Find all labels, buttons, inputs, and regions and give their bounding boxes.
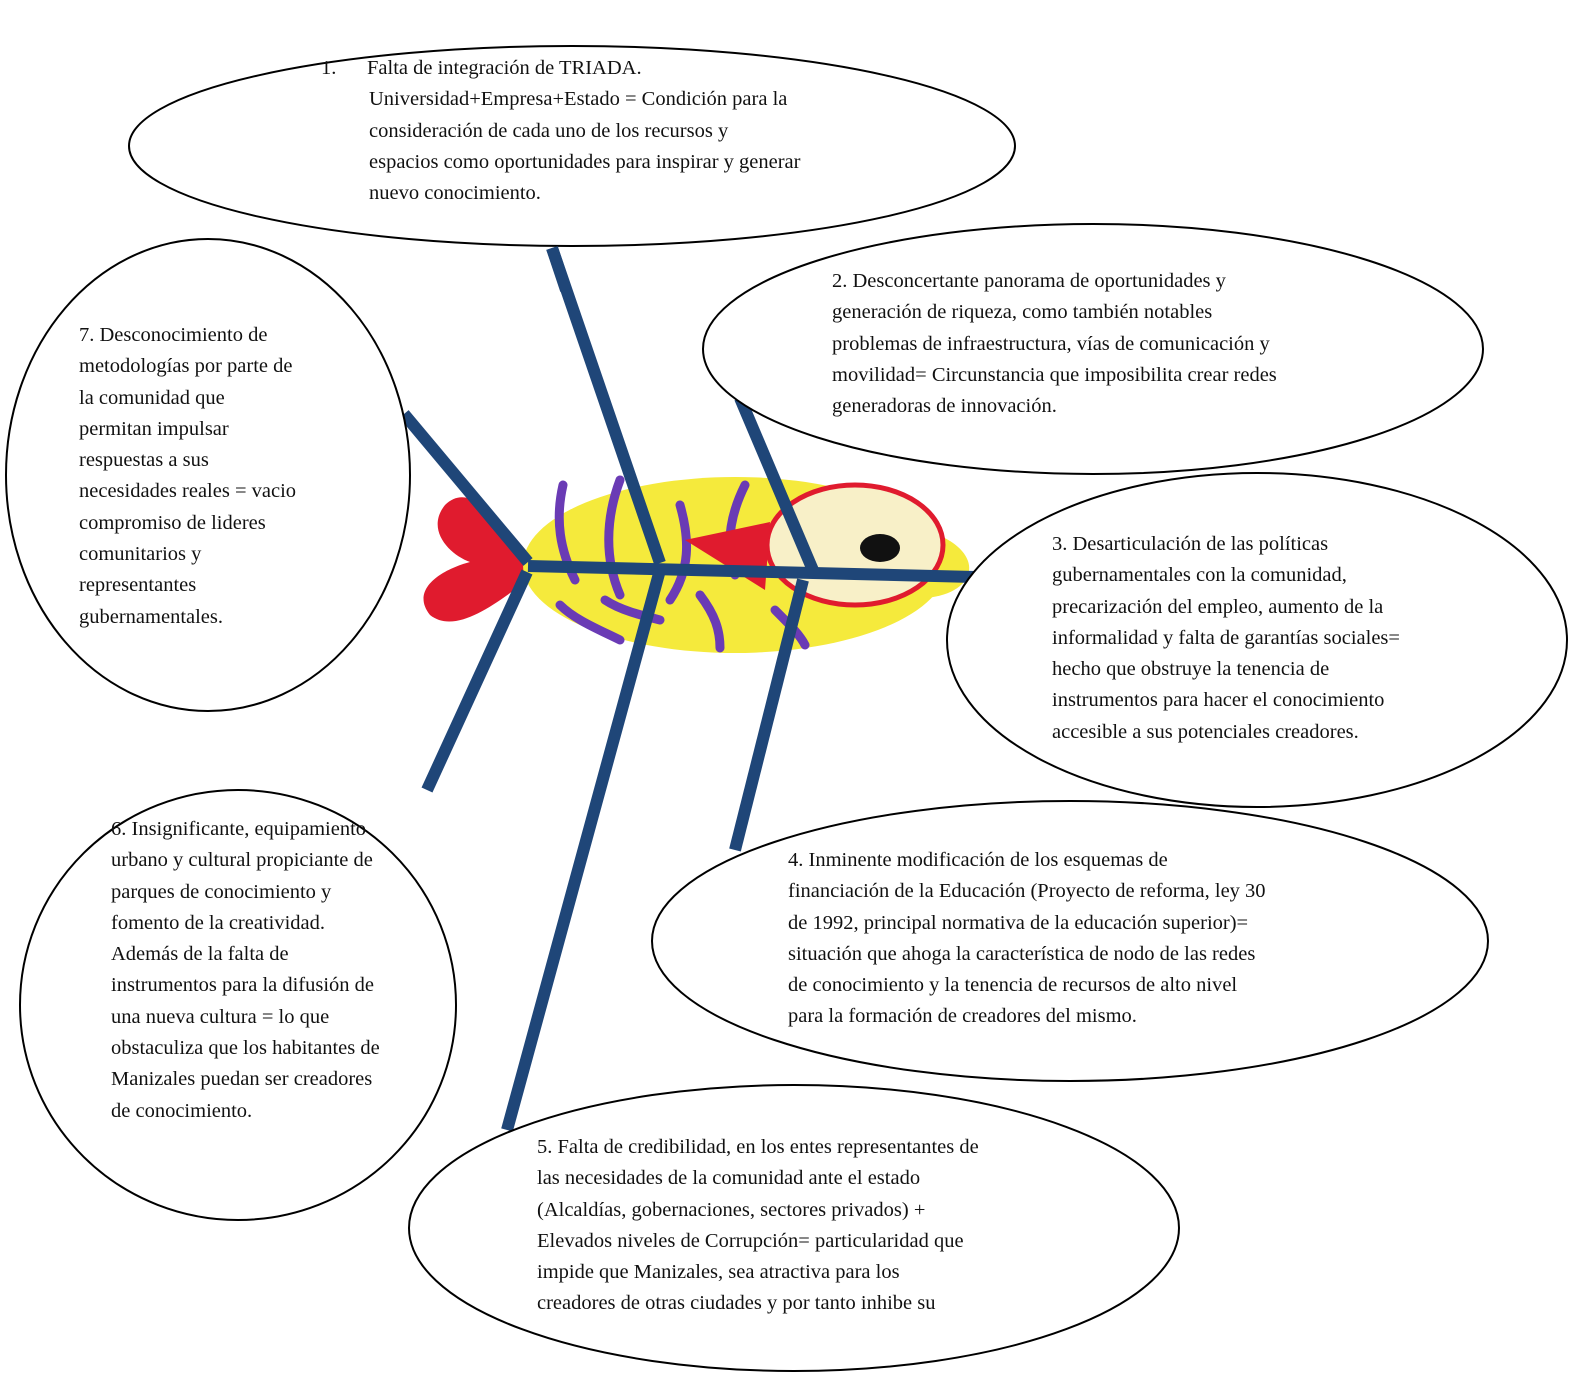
cause-4-line: financiación de la Educación (Proyecto d… [788, 880, 1266, 903]
cause-6-line: Además de la falta de [111, 943, 289, 966]
bone-overlay-1 [546, 246, 572, 292]
cause-5-line: impide que Manizales, sea atractiva para… [537, 1261, 900, 1284]
cause-1-line: consideración de cada uno de los recurso… [369, 119, 729, 142]
bubble-cause-5 [408, 1084, 1180, 1372]
cause-6-line: 6. Insignificante, equipamiento [111, 818, 367, 840]
cause-4-line: 4. Inminente modificación de los esquema… [788, 849, 1168, 871]
fish-bones [399, 246, 976, 1132]
cause-5-line: Elevados niveles de Corrupción= particul… [537, 1229, 964, 1252]
cause-2-line: generadoras de innovación. [832, 395, 1057, 418]
cause-4-line: para la formación de creadores del mismo… [788, 1005, 1137, 1028]
cause-7-line: gubernamentales. [79, 605, 224, 628]
cause-7-line: la comunidad que [79, 386, 225, 409]
fish-eye-icon [860, 534, 900, 562]
bubble-cause-2 [702, 223, 1484, 475]
cause-6-line: de conocimiento. [111, 1099, 253, 1122]
cause-5-line: las necesidades de la comunidad ante el … [537, 1167, 921, 1190]
cause-5-line: 5. Falta de credibilidad, en los entes r… [537, 1136, 979, 1158]
cause-3-line: informalidad y falta de garantías social… [1052, 626, 1400, 649]
cause-1-line: nuevo conocimiento. [369, 182, 541, 205]
cause-7-line: 7. Desconocimiento de [79, 324, 268, 346]
cause-3-line: precarización del empleo, aumento de la [1052, 595, 1384, 618]
cause-6-line: urbano y cultural propiciante de [111, 849, 373, 872]
cause-7-text: 7. Desconocimiento de metodologías por p… [79, 320, 296, 633]
cause-5-line: creadores de otras ciudades y por tanto … [537, 1292, 936, 1315]
cause-6-line: fomento de la creatividad. [111, 911, 326, 934]
cause-6-line: una nueva cultura = lo que [111, 1005, 330, 1028]
bone-cause-1 [546, 246, 666, 565]
cause-1-line: espacios como oportunidades para inspira… [369, 150, 801, 173]
cause-7-line: permitan impulsar [79, 417, 229, 440]
cause-2-line: 2. Desconcertante panorama de oportunida… [832, 270, 1226, 292]
cause-2-line: movilidad= Circunstancia que imposibilit… [832, 363, 1277, 386]
cause-6-line: parques de conocimiento y [111, 880, 332, 903]
cause-7-line: necesidades reales = vacio [79, 480, 297, 503]
fish-eye-ring [764, 482, 946, 608]
cause-3-line: instrumentos para hacer el conocimiento [1052, 689, 1385, 712]
bone-cause-4 [729, 578, 809, 852]
spine-bone [527, 560, 976, 583]
cause-5-text: 5. Falta de credibilidad, en los entes r… [537, 1132, 979, 1320]
cause-3-line: accesible a sus potenciales creadores. [1052, 720, 1359, 743]
bubble-cause-6 [19, 789, 457, 1221]
cause-7-line: metodologías por parte de [79, 355, 293, 378]
cause-2-line: problemas de infraestructura, vías de co… [832, 332, 1270, 355]
cause-4-line: de conocimiento y la tenencia de recurso… [788, 974, 1238, 997]
bone-cause-7 [399, 410, 533, 566]
cause-4-text: 4. Inminente modificación de los esquema… [788, 845, 1266, 1033]
cause-2-text: 2. Desconcertante panorama de oportunida… [832, 266, 1277, 422]
bone-cause-2 [734, 395, 821, 578]
cause-1-text: 1. Falta de integración de TRIADA. Univer… [321, 53, 800, 209]
bubble-cause-3 [946, 472, 1568, 808]
cause-6-line: obstaculiza que los habitantes de [111, 1037, 380, 1060]
cause-6-text: 6. Insignificante, equipamiento urbano y… [111, 814, 380, 1127]
cause-1-number: 1. [321, 57, 337, 79]
cause-3-line: 3. Desarticulación de las políticas [1052, 533, 1329, 555]
cause-7-line: comunitarios y [79, 543, 202, 566]
cause-2-line: generación de riqueza, como también nota… [832, 301, 1213, 324]
bone-overlays [546, 246, 572, 292]
cause-6-line: instrumentos para la difusión de [111, 974, 375, 997]
cause-3-line: hecho que obstruye la tenencia de [1052, 658, 1330, 681]
cause-1-line: 1. Falta de integración de TRIADA. [321, 53, 800, 84]
cause-4-line: de 1992, principal normativa de la educa… [788, 911, 1249, 934]
bone-cause-6 [421, 569, 533, 793]
cause-7-line: representantes [79, 574, 197, 597]
cause-5-line: (Alcaldías, gobernaciones, sectores priv… [537, 1198, 926, 1221]
cause-1-line: Universidad+Empresa+Estado = Condición p… [369, 88, 788, 111]
cause-7-line: respuestas a sus [79, 449, 209, 472]
bone-cause-5 [501, 568, 666, 1132]
cause-7-line: compromiso de lideres [79, 511, 266, 534]
cause-3-text: 3. Desarticulación de las políticas gube… [1052, 529, 1400, 748]
cause-1-line-text: Falta de integración de TRIADA. [367, 57, 642, 79]
cause-bubbles [5, 45, 1568, 1372]
bubble-cause-7 [5, 238, 411, 712]
bubble-cause-4 [651, 800, 1489, 1082]
cause-6-line: Manizales puedan ser creadores [111, 1068, 373, 1091]
cause-3-line: gubernamentales con la comunidad, [1052, 564, 1347, 587]
bubble-cause-1 [128, 45, 1016, 247]
cause-4-line: situación que ahoga la característica de… [788, 942, 1256, 965]
